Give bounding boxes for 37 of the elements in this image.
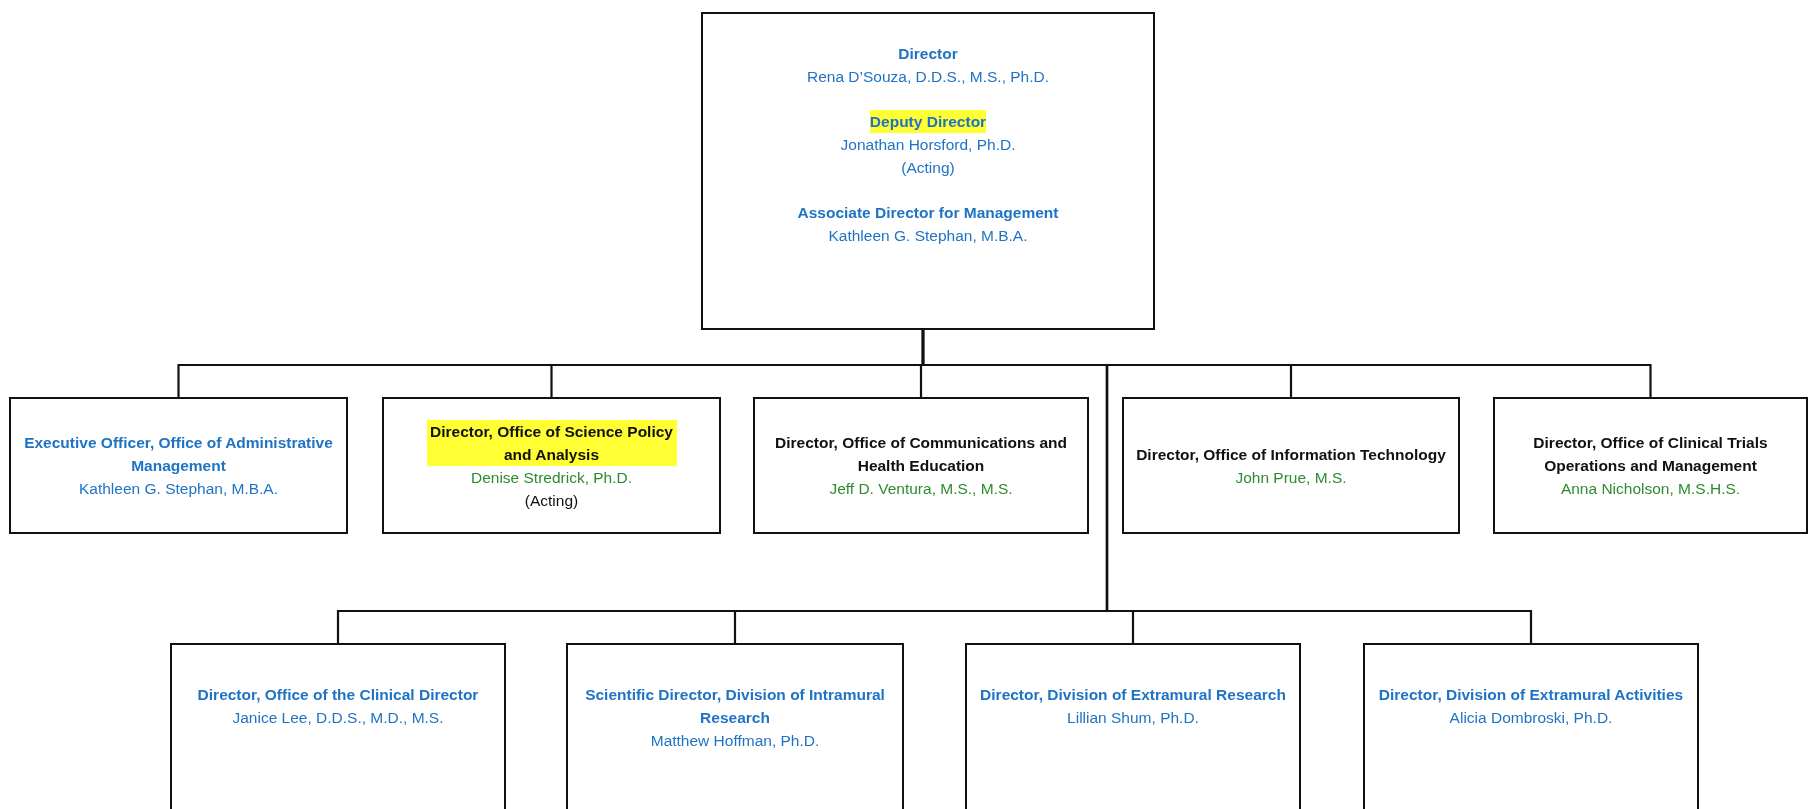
person-name: Lillian Shum, Ph.D.: [1067, 708, 1199, 728]
position-title: Director, Office of Clinical Trials Operations and Management: [1532, 433, 1769, 476]
person-name: Matthew Hoffman, Ph.D.: [650, 731, 820, 751]
position-title: Director, Division of Extramural Research: [980, 685, 1286, 705]
org-box: [1122, 397, 1460, 534]
person-name: Jeff D. Ventura, M.S., M.S.: [829, 479, 1013, 499]
org-box: [701, 12, 1155, 330]
person-name: Jonathan Horsford, Ph.D.: [840, 135, 1016, 155]
org-box: [9, 397, 348, 534]
org-box: [1493, 397, 1808, 534]
position-title: Director: [898, 44, 958, 64]
position-title: Director, Office of Information Technology: [1136, 444, 1446, 465]
person-name: (Acting): [524, 490, 579, 511]
person-name: (Acting): [901, 158, 955, 178]
position-title: Director, Office of the Clinical Director: [197, 685, 479, 705]
position-title: Director, Office of Communications and Health Education: [774, 433, 1068, 476]
person-name: Kathleen G. Stephan, M.B.A.: [78, 479, 278, 499]
person-name: Denise Stredrick, Ph.D.: [470, 467, 633, 488]
person-name: Alicia Dombroski, Ph.D.: [1449, 708, 1613, 728]
person-name: Anna Nicholson, M.S.H.S.: [1560, 479, 1741, 499]
position-title: Scientific Director, Division of Intramural Research: [584, 685, 886, 728]
org-box: [753, 397, 1089, 534]
person-name: Kathleen G. Stephan, M.B.A.: [828, 226, 1028, 246]
org-box: [382, 397, 721, 534]
org-box: [566, 643, 904, 809]
org-box: [170, 643, 506, 809]
position-title: Deputy Director: [869, 110, 987, 133]
person-name: Rena D’Souza, D.D.S., M.S., Ph.D.: [806, 67, 1050, 87]
org-box: [965, 643, 1301, 809]
position-title: Associate Director for Management: [797, 203, 1059, 223]
connector-line: [921, 330, 1533, 643]
person-name: Janice Lee, D.D.S., M.D., M.S.: [232, 708, 444, 728]
position-title: Executive Officer, Office of Administrative Management: [23, 433, 334, 476]
org-box: [1363, 643, 1699, 809]
position-title: Director, Division of Extramural Activities: [1378, 685, 1684, 705]
position-title: Director, Office of Science Policy and Analysis: [426, 419, 677, 466]
person-name: John Prue, M.S.: [1235, 467, 1347, 488]
